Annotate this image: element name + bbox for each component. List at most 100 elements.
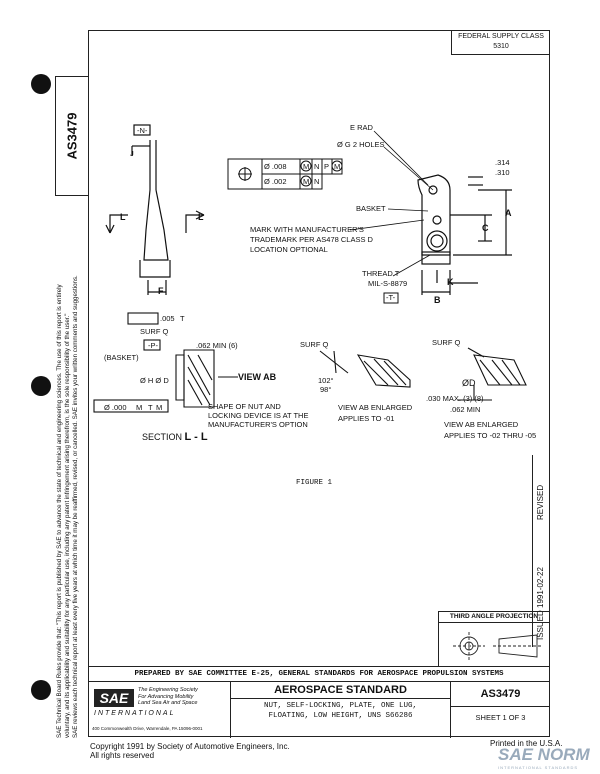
part-title-line: FLOATING, LOW HEIGHT, UNS S66286 (268, 712, 413, 720)
applies-02: APPLIES TO -02 THRU -05 (444, 431, 537, 440)
fcf2-modifier: M (303, 177, 310, 186)
side-notice-line: voluntary, and its applicability and sui… (64, 313, 71, 738)
datum-t-box (383, 292, 399, 304)
datum-n: -N- (137, 126, 148, 135)
position-modifier: M (136, 403, 143, 412)
doc-number: AS3479 (451, 682, 550, 707)
thread-label: THREAD T (362, 269, 400, 278)
surf-q-label: SURF Q (140, 327, 169, 336)
feature-control-frames (227, 158, 343, 190)
federal-supply-label: FEDERAL SUPPLY CLASS (458, 33, 544, 40)
side-doc-tab: AS3479 (55, 76, 88, 196)
position-datum: T (148, 403, 153, 412)
dia-d-label: ØD (462, 378, 476, 388)
prepared-by: PREPARED BY SAE COMMITTEE E-25, GENERAL … (88, 667, 550, 682)
leader-lines (349, 130, 434, 277)
third-angle-title: THIRD ANGLE PROJECTION (439, 612, 549, 623)
dim-a-label: A (505, 208, 512, 218)
binder-hole (31, 74, 51, 94)
shape-note: SHAPE OF NUT AND (208, 402, 281, 411)
mark-label: MARK WITH MANUFACTURER'S (250, 225, 364, 234)
international-label: INTERNATIONAL (94, 710, 176, 717)
binder-hole (31, 680, 51, 700)
dim-c-label: C (482, 223, 489, 233)
sae-logo: SAE (94, 689, 134, 707)
fcf1-tolerance: Ø .008 (264, 162, 287, 171)
g-holes-label: Ø G 2 HOLES (337, 140, 385, 149)
view-ab-enlarged-02: VIEW AB ENLARGED (444, 420, 519, 429)
basket-paren-label: (BASKET) (104, 353, 139, 362)
side-view (105, 124, 205, 295)
projection-symbol (453, 632, 543, 660)
enlarged-view-01 (319, 350, 411, 388)
e-rad-label: E RAD (350, 123, 373, 132)
min-062-label: .062 MIN (6) (196, 341, 238, 350)
dim-310: .310 (495, 168, 510, 177)
drawing-frame (88, 30, 550, 737)
enlarged-view-02 (458, 347, 527, 401)
side-notice-line: SAE Technical Board Rules provide that: … (56, 284, 63, 738)
part-title-line: NUT, SELF-LOCKING, PLATE, ONE LUG, (263, 702, 418, 710)
tagline-line: The Engineering Society (138, 687, 198, 693)
fcf2-datum-n: N (314, 177, 320, 186)
position-datum-modifier: M (156, 403, 163, 412)
watermark: SAE NORM (498, 745, 590, 764)
datum-p: -P- (148, 341, 158, 350)
flatness-datum: T (180, 314, 185, 323)
mark-label: TRADEMARK PER AS478 CLASS D (250, 235, 373, 244)
fcf2-tolerance: Ø .002 (264, 177, 287, 186)
surf-q-mid-label: SURF Q (300, 340, 329, 349)
section-view (93, 312, 238, 413)
position-tolerance: Ø .000 (104, 403, 127, 412)
federal-supply-code: 5310 (493, 43, 509, 50)
section-arrow-l-left: L (120, 212, 126, 222)
angle-102: 102° (318, 376, 334, 385)
fcf1-datum-n: N (314, 162, 320, 171)
third-angle-box: THIRD ANGLE PROJECTION (438, 611, 550, 667)
shape-note: MANUFACTURER'S OPTION (208, 420, 308, 429)
datum-t: -T- (386, 293, 396, 302)
tagline-line: For Advancing Mobility (138, 693, 194, 700)
sae-tagline: The Engineering Society For Advancing Mo… (138, 687, 198, 707)
copyright-line: Copyright 1991 by Society of Automotive … (90, 742, 290, 751)
angle-98: 98° (320, 385, 332, 394)
figure-caption: FIGURE 1 (296, 479, 333, 487)
side-notice-line: SAE reviews each technical report at lea… (72, 275, 79, 738)
max-030-label: .030 MAX. (3) (8) (426, 394, 484, 403)
section-id: L - L (184, 431, 208, 443)
fcf1-datum-p-modifier: M (334, 162, 341, 171)
sheet-number: SHEET 1 OF 3 (475, 713, 526, 722)
fcf1-modifier: M (303, 162, 310, 171)
sae-logo-cell: SAE The Engineering Society For Advancin… (88, 682, 231, 738)
dim-b-label: B (434, 295, 441, 305)
dim-314: .314 (495, 158, 510, 167)
applies-01: APPLIES TO -01 (338, 414, 395, 423)
section-word: SECTION (142, 432, 183, 442)
printed-in: Printed in the U.S.A. (490, 739, 563, 748)
view-ab-enlarged-01: VIEW AB ENLARGED (338, 403, 413, 412)
copyright: Copyright 1991 by Society of Automotive … (90, 742, 290, 760)
binder-hole (31, 376, 51, 396)
min-062b-label: .062 MIN (450, 405, 481, 414)
dim-j-label: J (130, 149, 134, 158)
copyright-line: All rights reserved (90, 751, 155, 760)
dim-k-label: K (447, 277, 454, 287)
view-ab-label: VIEW AB (238, 372, 277, 382)
surf-q-right-label: SURF Q (432, 338, 461, 347)
flatness-tolerance: .005 (160, 314, 175, 323)
dim-f-label: F (158, 286, 164, 296)
mil-spec-label: MIL-S-8879 (368, 279, 408, 288)
side-doc-id: AS3479 (64, 112, 80, 160)
sae-address: 400 Commonwealth Drive, Warrendale, PA 1… (92, 726, 203, 731)
shape-note: LOCKING DEVICE IS AT THE (208, 411, 309, 420)
standard-category: AEROSPACE STANDARD (231, 682, 450, 699)
engineering-drawing (93, 124, 527, 413)
basket-label: BASKET (356, 204, 386, 213)
fcf1-datum-p: P (324, 162, 330, 171)
watermark-sub: INTERNATIONAL STANDARDS (498, 765, 579, 770)
section-arrow-l-right: L (198, 212, 204, 222)
federal-supply-box: FEDERAL SUPPLY CLASS 5310 (451, 30, 550, 55)
revision-divider (532, 455, 533, 647)
dia-h-d-label: Ø H Ø D (140, 376, 169, 385)
tagline-line: Land Sea Air and Space (138, 700, 198, 706)
